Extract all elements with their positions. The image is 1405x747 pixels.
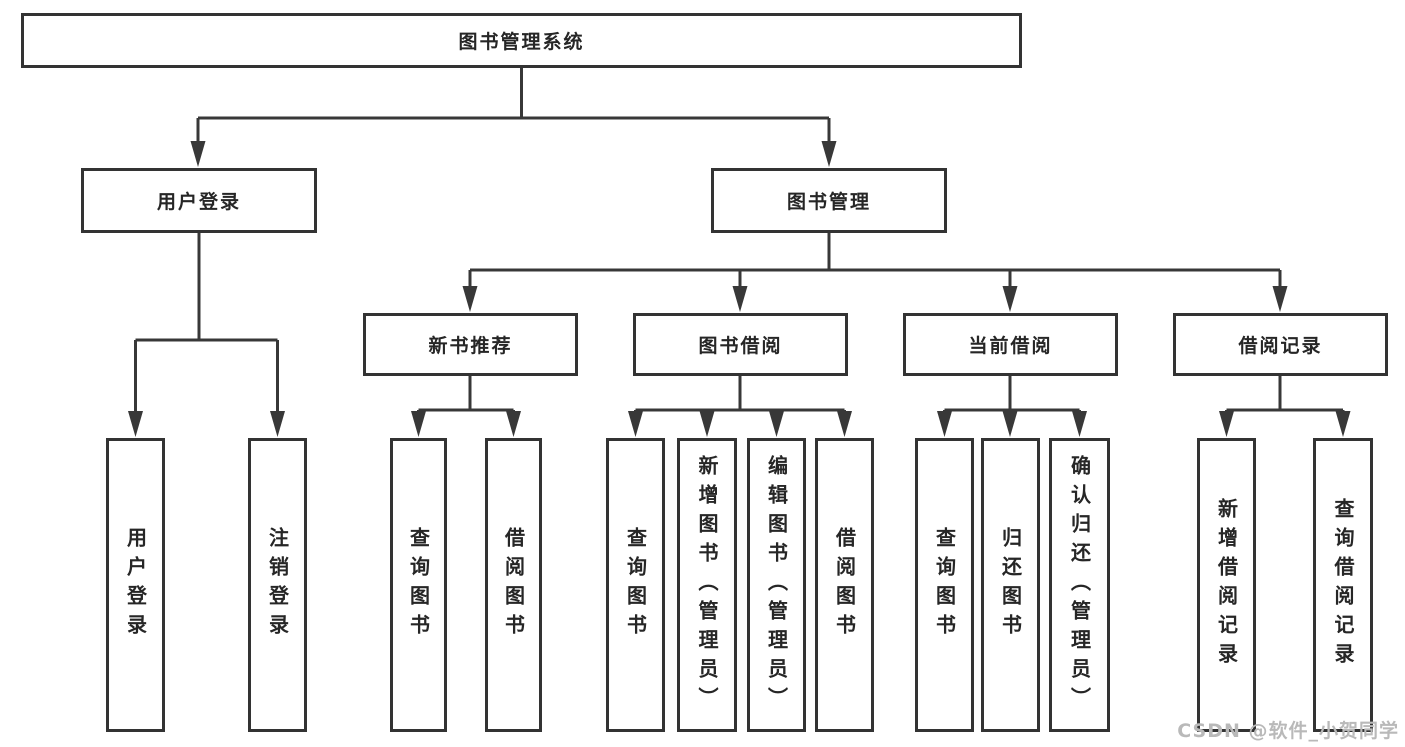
leaf-label: 查询图书 — [932, 527, 957, 643]
node-book-management: 图书管理 — [711, 168, 947, 233]
leaf-query-book-borrow: 查询图书 — [606, 438, 665, 732]
leaf-query-book-current: 查询图书 — [915, 438, 974, 732]
node-current-borrow: 当前借阅 — [903, 313, 1118, 376]
leaf-add-book-admin: 新增图书（管理员） — [677, 438, 737, 732]
leaf-label: 用户登录 — [123, 527, 148, 643]
node-label: 当前借阅 — [968, 335, 1053, 357]
leaf-return-book: 归还图书 — [981, 438, 1040, 732]
node-new-book-recommend: 新书推荐 — [363, 313, 578, 376]
leaf-add-borrow-record: 新增借阅记录 — [1197, 438, 1256, 732]
node-borrow-records: 借阅记录 — [1173, 313, 1388, 376]
leaf-logout: 注销登录 — [248, 438, 307, 732]
leaf-query-borrow-record: 查询借阅记录 — [1313, 438, 1373, 732]
node-label: 新书推荐 — [428, 335, 513, 357]
watermark: CSDN @软件_小贺同学 — [1177, 720, 1399, 742]
node-system-root: 图书管理系统 — [21, 13, 1022, 68]
node-label: 图书管理 — [786, 191, 871, 213]
leaf-label: 新增图书（管理员） — [695, 454, 719, 716]
leaf-label: 归还图书 — [998, 527, 1023, 643]
leaf-label: 查询图书 — [406, 527, 431, 643]
leaf-label: 注销登录 — [265, 527, 290, 643]
node-user-login: 用户登录 — [81, 168, 317, 233]
leaf-label: 编辑图书（管理员） — [764, 454, 789, 716]
node-label: 图书借阅 — [698, 335, 783, 357]
leaf-edit-book-admin: 编辑图书（管理员） — [747, 438, 806, 732]
arrowhead-icons — [128, 141, 1351, 437]
leaf-label: 确认归还（管理员） — [1067, 454, 1092, 716]
node-book-borrow: 图书借阅 — [633, 313, 848, 376]
leaf-label: 查询图书 — [623, 527, 648, 643]
leaf-borrow-book: 借阅图书 — [815, 438, 874, 732]
leaf-borrow-book-recommend: 借阅图书 — [485, 438, 542, 732]
leaf-label: 借阅图书 — [832, 527, 857, 643]
leaf-label: 借阅图书 — [501, 527, 526, 643]
node-label: 图书管理系统 — [458, 31, 585, 53]
leaf-confirm-return-admin: 确认归还（管理员） — [1049, 438, 1110, 732]
leaf-label: 新增借阅记录 — [1214, 498, 1239, 672]
node-label: 借阅记录 — [1238, 335, 1323, 357]
leaf-label: 查询借阅记录 — [1331, 498, 1355, 672]
node-label: 用户登录 — [156, 191, 241, 213]
leaf-query-book-recommend: 查询图书 — [390, 438, 447, 732]
leaf-user-login: 用户登录 — [106, 438, 165, 732]
